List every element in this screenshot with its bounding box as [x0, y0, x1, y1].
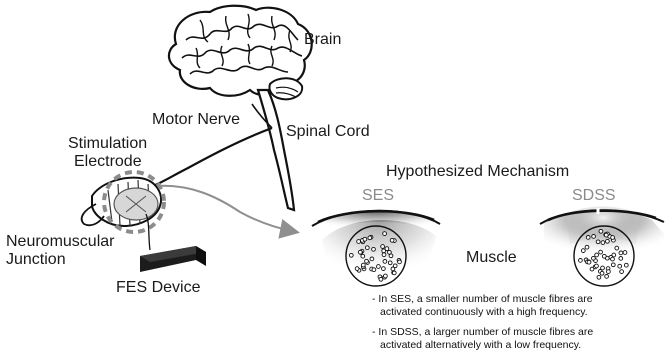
muscle-fibre-dot: [385, 247, 389, 251]
sdss-note-line2: activated alternatively with a low frequ…: [380, 339, 581, 352]
muscle-fibre-dot: [358, 250, 362, 254]
muscle-fibre-dot: [611, 236, 615, 240]
ses-note-line2: activated continuously with a high frequ…: [380, 306, 588, 319]
ses-panel: [312, 210, 440, 294]
muscle-fibre-dot: [349, 253, 353, 257]
spinal-cord-label: Spinal Cord: [286, 123, 370, 140]
muscle-fibre-dot: [596, 240, 600, 244]
muscle-fibre-dot: [368, 236, 372, 240]
muscle-fibre-dot: [607, 270, 611, 274]
muscle-fibre-dot: [585, 245, 589, 249]
muscle-fibre-dot: [600, 271, 604, 275]
fes-device: [140, 214, 206, 272]
stimulation-arrow: [156, 186, 296, 232]
muscle-fibre-dot: [383, 260, 387, 264]
muscle-label: Muscle: [466, 249, 517, 266]
spinal-cord: [258, 90, 294, 210]
brain-illustration: [169, 6, 312, 100]
fes-device-label: FES Device: [116, 279, 201, 296]
muscle-fibre-dot: [365, 259, 369, 263]
muscle-fibre-dot: [590, 267, 594, 271]
stimulation-electrode-label-line2: Electrode: [74, 153, 142, 170]
muscle-fibre-dot: [581, 249, 585, 253]
muscle-fibre-dot: [381, 245, 385, 249]
muscle-fibre-dot: [595, 253, 599, 257]
muscle-fibre-dot: [355, 267, 359, 271]
muscle-fibre-dot: [388, 261, 392, 265]
muscle-fibre-dot: [393, 264, 397, 268]
sdss-panel: [540, 207, 664, 287]
muscle-fibre-dot: [595, 264, 599, 268]
muscle-fibre-dot: [383, 232, 387, 236]
muscle-fibre-dot: [392, 271, 396, 275]
muscle-fibre-dot: [365, 246, 369, 250]
muscle-fibre-dot: [361, 263, 365, 267]
stimulation-electrode-label-line1: Stimulation: [68, 135, 147, 152]
muscle-fibre-dot: [390, 238, 394, 242]
muscle-fibre-dot: [372, 268, 376, 272]
muscle-fibre-dot: [579, 259, 583, 263]
muscle-fibre-dot: [592, 256, 596, 260]
neuromuscular-junction: [82, 172, 164, 232]
muscle-fibre-dot: [599, 229, 603, 233]
motor-nerve-label: Motor Nerve: [152, 111, 240, 128]
muscle-fibre-dot: [592, 235, 596, 239]
muscle-fibre-dot: [611, 263, 615, 267]
muscle-fibre-dot: [357, 240, 361, 244]
muscle-fibre-dot: [377, 265, 381, 269]
muscle-fibre-dot: [605, 275, 609, 279]
muscle-fibre-dot: [619, 257, 623, 261]
muscle-fibre-dot: [611, 257, 615, 261]
muscle-fibre-dot: [606, 239, 610, 243]
muscle-fibre-dot: [623, 251, 627, 255]
brain-label: Brain: [304, 31, 341, 48]
hypothesized-mechanism-title: Hypothesized Mechanism: [386, 163, 569, 180]
muscle-fibre-dot: [398, 260, 402, 264]
muscle-fibre-dot: [384, 274, 388, 278]
muscle-fibre-dot: [597, 275, 601, 279]
ses-note-line1: - In SES, a smaller number of muscle fib…: [372, 293, 593, 306]
muscle-fibre-dot: [382, 253, 386, 257]
muscle-fibre-dot: [363, 237, 367, 241]
muscle-fibre-dot: [619, 251, 623, 255]
neuromuscular-junction-label-line2: Junction: [6, 251, 66, 268]
motor-nerve: [148, 128, 272, 188]
muscle-fibre-dot: [604, 233, 608, 237]
muscle-fibre-dot: [599, 250, 603, 254]
muscle-fibre-dot: [379, 277, 383, 281]
ses-label: SES: [362, 187, 394, 204]
muscle-fibre-dot: [624, 263, 628, 267]
muscle-fibre-dot: [602, 254, 606, 258]
muscle-fibre-dot: [601, 266, 605, 270]
muscle-fibre-dot: [586, 236, 590, 240]
muscle-fibre-dot: [587, 260, 591, 264]
muscle-fibre-dot: [372, 247, 376, 251]
muscle-fibre-dot: [620, 270, 624, 274]
sdss-label: SDSS: [572, 187, 616, 204]
neuromuscular-junction-label-line1: Neuromuscular: [6, 233, 115, 250]
muscle-fibre-dot: [361, 254, 365, 258]
muscle-fibre-dot: [618, 264, 622, 268]
sdss-note-line1: - In SDSS, a larger number of muscle fib…: [372, 326, 593, 339]
muscle-fibre-dot: [615, 246, 619, 250]
muscle-fibre-dot: [382, 267, 386, 271]
muscle-fibre-dot: [370, 257, 374, 261]
muscle-fibre-dot: [601, 241, 605, 245]
muscle-fibre-dot: [388, 250, 392, 254]
